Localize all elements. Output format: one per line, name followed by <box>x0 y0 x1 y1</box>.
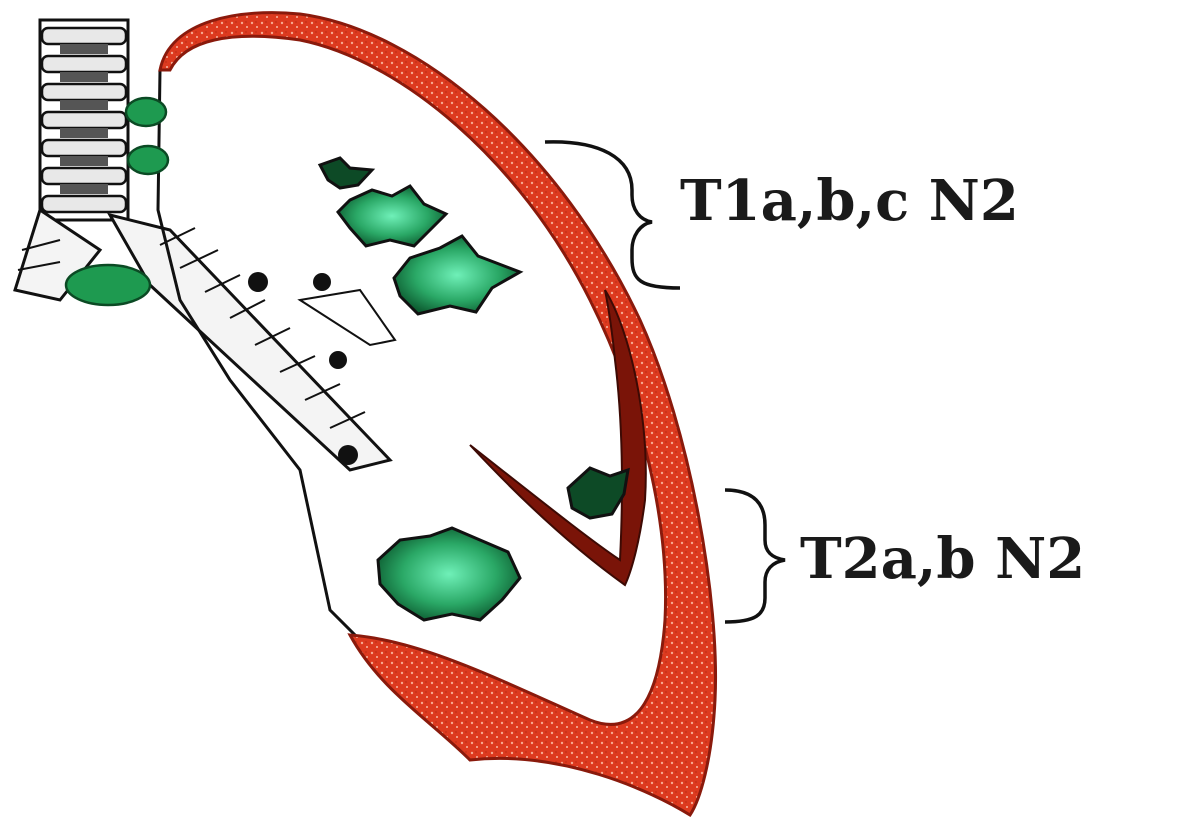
tumor-small <box>338 186 446 246</box>
lower-brace <box>725 490 785 622</box>
tumor-tiny <box>320 158 372 188</box>
trachea <box>40 20 128 220</box>
label-t1-n2: T1a,b,c N2 <box>680 168 1019 234</box>
lymph-node-subcarinal <box>66 265 150 305</box>
lymph-node-middle <box>128 146 168 174</box>
label-t2-n2: T2a,b N2 <box>800 526 1085 592</box>
fissure <box>470 290 646 585</box>
tumor-peripheral <box>568 468 628 518</box>
tumor-large <box>378 528 520 620</box>
tumor-medium <box>394 236 520 314</box>
lymph-node-upper <box>126 98 166 126</box>
